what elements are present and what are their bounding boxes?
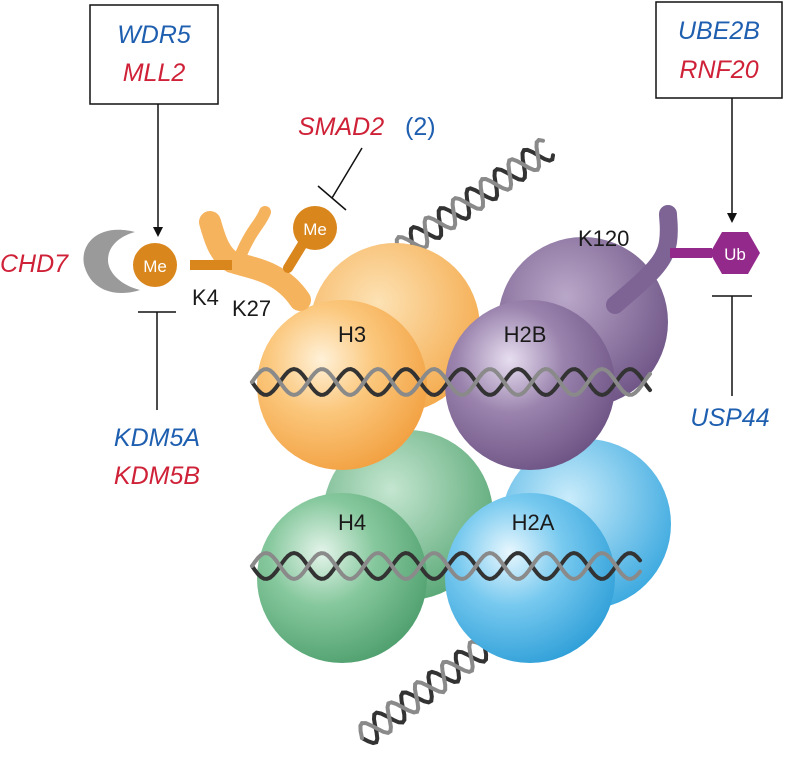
inhibit-line-smad2 [331, 147, 363, 199]
dna-strand-front [250, 366, 652, 582]
ubiquitin-label: Ub [724, 245, 746, 264]
methyl-k4-label: Me [143, 257, 167, 276]
smad2-count: (2) [405, 113, 436, 141]
dna-upper-wrap-strand-1 [250, 366, 652, 398]
gene-smad2: SMAD2 [298, 113, 384, 141]
dna-lower-wrap-strand-1 [250, 550, 642, 582]
residue-k27: K27 [232, 296, 271, 321]
h2b-tail [606, 205, 678, 314]
methyl-k27-label: Me [303, 220, 327, 239]
gene-chd7: CHD7 [0, 250, 69, 278]
histone-h2a [445, 493, 615, 663]
dna-lower-wrap-strand-2 [250, 550, 642, 582]
ubiquitin-mark [710, 232, 760, 274]
label-h2a: H2A [512, 510, 555, 535]
methyl-mark-k27 [293, 206, 337, 250]
residue-k120: K120 [578, 226, 629, 251]
methyl-mark-k4 [133, 243, 177, 287]
chd7-reader-shape [83, 229, 140, 294]
label-h3: H3 [338, 322, 366, 347]
gene-ube2b: UBE2B [678, 17, 760, 45]
dna-upper-exit-strand-2 [394, 137, 545, 254]
h3-tail-branch [232, 206, 271, 268]
gene-usp44: USP44 [690, 404, 769, 432]
writer-box-h3k4 [89, 4, 219, 105]
gene-kdm5b: KDM5B [114, 462, 200, 490]
gene-mll2: MLL2 [123, 59, 186, 87]
dna-upper-wrap-strand-2 [250, 366, 652, 398]
gene-kdm5a: KDM5A [114, 424, 200, 452]
gene-rnf20: RNF20 [679, 56, 758, 84]
inhibit-bar-smad2 [317, 185, 347, 211]
residue-k4: K4 [192, 285, 219, 310]
histone-h3 [257, 300, 427, 470]
label-h2b: H2B [504, 322, 547, 347]
writer-box-h2b [655, 1, 783, 99]
histone-h4 [257, 493, 427, 663]
label-h4: H4 [338, 510, 366, 535]
gene-wdr5: WDR5 [117, 21, 191, 49]
